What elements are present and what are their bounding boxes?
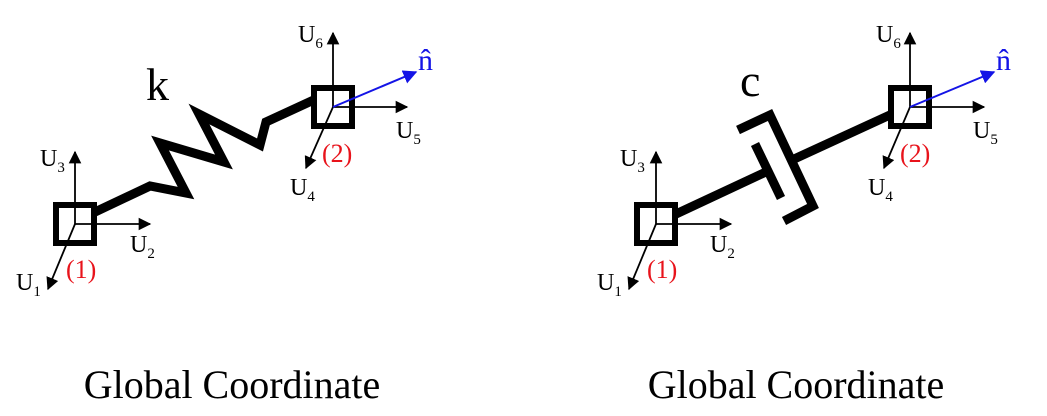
damper-panel: U1 U2 U3 U4 U5 U6 (1) (2) n̂ c Global Co… <box>597 22 1011 407</box>
dof-u4-arrow <box>304 106 334 170</box>
dof-u2-label: U2 <box>710 232 735 262</box>
dof-u4-label: U4 <box>868 175 893 205</box>
node-1-label: (1) <box>647 255 677 284</box>
node-1-label: (1) <box>66 255 96 284</box>
dof-u2-label: U2 <box>130 232 155 262</box>
dof-u1-label: U1 <box>597 270 622 300</box>
dof-u3-label: U3 <box>620 146 645 176</box>
dof-u1-label: U1 <box>16 270 41 300</box>
spring-panel: U1 U2 U3 U4 U5 U6 (1) (2) n̂ k Global Co… <box>16 22 433 407</box>
node-2-label: (2) <box>900 139 930 168</box>
damper-panel-caption: Global Coordinate <box>648 362 945 407</box>
damper-rod-right <box>790 109 894 165</box>
dof-u1-arrow <box>46 223 76 291</box>
dof-u1-arrow <box>627 223 657 291</box>
dof-u5-label: U5 <box>396 118 421 148</box>
damper-piston <box>750 142 786 200</box>
dof-u4-arrow <box>882 106 911 170</box>
dof-u3-label: U3 <box>40 146 65 176</box>
normal-vector-label: n̂ <box>996 44 1011 77</box>
spring-element <box>93 93 320 217</box>
normal-vector-arrow <box>332 70 418 108</box>
dof-u6-label: U6 <box>298 22 323 52</box>
damper-cylinder <box>736 109 819 225</box>
normal-vector-label: n̂ <box>418 44 433 77</box>
node-2-label: (2) <box>322 139 352 168</box>
dof-u6-label: U6 <box>876 22 901 52</box>
normal-vector-arrow <box>909 70 996 108</box>
dof-u4-label: U4 <box>290 175 315 205</box>
spring-stiffness-symbol: k <box>146 59 169 110</box>
dof-u5-label: U5 <box>973 118 998 148</box>
damper-rod-left <box>674 166 770 219</box>
spring-panel-caption: Global Coordinate <box>84 362 381 407</box>
damper-coefficient-symbol: c <box>740 55 760 106</box>
